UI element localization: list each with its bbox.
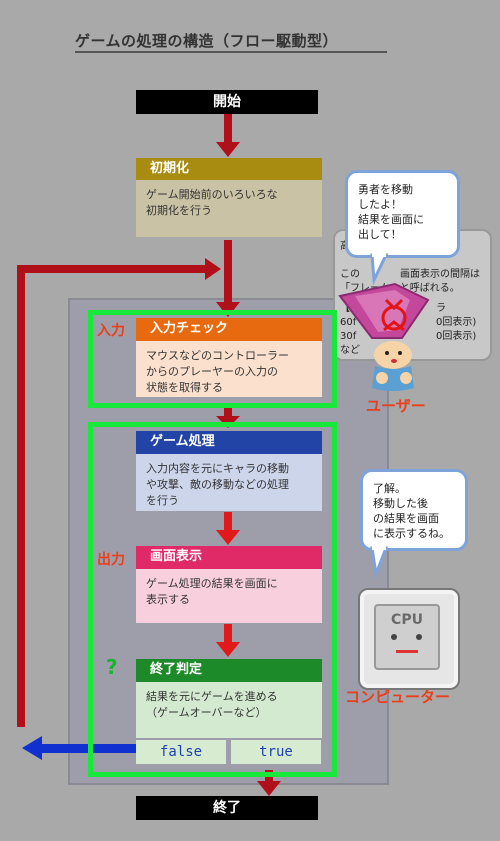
loop-back-head <box>205 258 221 280</box>
init-header: 初期化 <box>136 158 322 180</box>
input-header: 入力チェック <box>136 318 322 341</box>
main-frame <box>88 422 337 777</box>
loop-back-top <box>17 265 207 273</box>
cpu-mouth <box>396 650 418 653</box>
loop-back-line <box>17 265 25 727</box>
init-line: ゲーム開始前のいろいろな <box>146 188 278 201</box>
input-side-label: 入力 <box>97 323 125 339</box>
false-arrow-head <box>22 736 42 760</box>
input-line: マウスなどのコントローラー <box>146 349 289 362</box>
start-block: 開始 <box>136 90 318 114</box>
judge-line: （ゲームオーバーなど） <box>146 706 267 719</box>
true-branch: true <box>231 740 321 764</box>
arrow-head <box>216 642 240 657</box>
user-bubble-line: 出して！ <box>358 228 402 241</box>
init-body: ゲーム開始前のいろいろな 初期化を行う <box>136 180 322 237</box>
arrow-input-process <box>224 405 232 419</box>
cpu-label: コンピューター <box>345 688 451 706</box>
user-bubble-line: 勇者を移動 <box>358 183 413 196</box>
note-line: 画面表示の間隔は <box>400 269 480 280</box>
cpu-chip-inner: CPU <box>374 604 440 670</box>
cpu-bubble-line: に表示するね。 <box>373 527 450 540</box>
output-line: ゲーム処理の結果を画面に <box>146 577 278 590</box>
output-body: ゲーム処理の結果を画面に 表示する <box>136 569 322 623</box>
note-line: この <box>340 269 360 280</box>
diagram-title: ゲームの処理の構造（フロー駆動型） <box>75 32 339 50</box>
arrow-true-end <box>265 770 273 784</box>
cpu-eye-left <box>391 634 397 640</box>
process-line: を行う <box>146 494 179 507</box>
judge-line: 結果を元にゲームを進める <box>146 690 278 703</box>
judge-body: 結果を元にゲームを進める （ゲームオーバーなど） <box>136 682 322 738</box>
user-speech-bubble: 勇者を移動 したよ！ 結果を画面に 出して！ <box>345 170 460 258</box>
cpu-speech-bubble: 了解。 移動した後 の結果を画面 に表示するね。 <box>360 469 468 551</box>
arrow-init-input <box>224 240 232 305</box>
arrow-start-init <box>224 114 232 144</box>
process-body: 入力内容を元にキャラの移動 や攻撃、敵の移動などの処理 を行う <box>136 454 322 511</box>
cpu-eye-right <box>416 634 422 640</box>
arrow-head <box>257 781 281 796</box>
input-line: 状態を取得する <box>146 381 223 394</box>
note-line: 0回表示) <box>436 331 477 342</box>
note-line: 0回表示) <box>436 317 477 328</box>
output-side-label: 出力 <box>97 552 125 568</box>
user-bubble-line: したよ！ <box>358 198 402 211</box>
user-bubble-line: 結果を画面に <box>358 213 424 226</box>
title-underline <box>75 51 387 53</box>
note-line: など <box>340 345 360 356</box>
arrow-head <box>216 530 240 545</box>
judge-header: 終了判定 <box>136 659 322 682</box>
false-branch: false <box>136 740 226 764</box>
note-text-right-3: ラ 0回表示) 0回表示) <box>436 302 476 344</box>
arrow-head <box>216 302 240 317</box>
cpu-bubble-line: の結果を画面 <box>373 512 439 525</box>
cpu-chip-icon: CPU <box>360 590 458 688</box>
question-icon: ? <box>106 655 118 679</box>
process-header: ゲーム処理 <box>136 431 322 454</box>
cpu-chip-text: CPU <box>391 612 423 628</box>
end-block: 終了 <box>136 796 318 820</box>
user-label: ユーザー <box>366 397 426 415</box>
note-line: ラ <box>436 303 446 314</box>
arrow-process-output <box>224 512 232 532</box>
process-line: や攻撃、敵の移動などの処理 <box>146 478 289 491</box>
init-line: 初期化を行う <box>146 204 212 217</box>
cpu-bubble-line: 了解。 <box>373 482 406 495</box>
arrow-output-judge <box>224 624 232 644</box>
output-line: 表示する <box>146 593 190 606</box>
arrow-head <box>216 142 240 157</box>
input-line: からのプレーヤーの入力の <box>146 365 278 378</box>
note-text-right-2: 画面表示の間隔は <box>400 268 480 282</box>
input-body: マウスなどのコントローラー からのプレーヤーの入力の 状態を取得する <box>136 341 322 397</box>
cpu-bubble-line: 移動した後 <box>373 497 428 510</box>
output-header: 画面表示 <box>136 546 322 569</box>
process-line: 入力内容を元にキャラの移動 <box>146 462 289 475</box>
input-frame <box>88 310 337 408</box>
